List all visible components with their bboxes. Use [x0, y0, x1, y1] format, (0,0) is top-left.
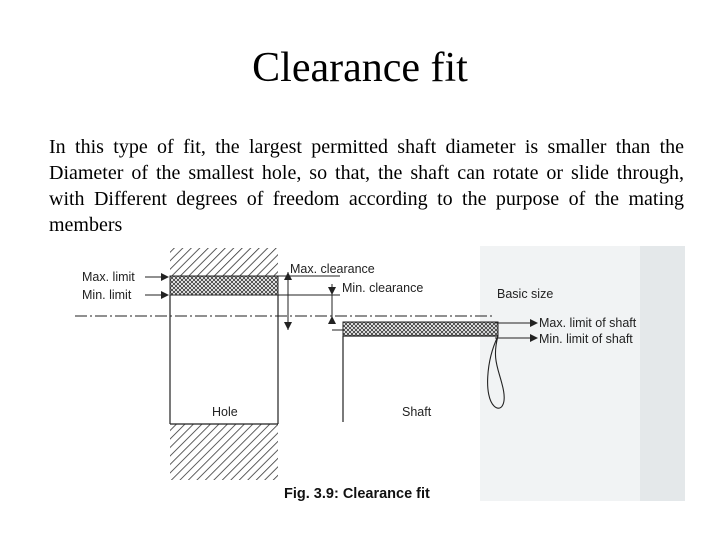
min-limit-label: Min. limit [82, 288, 132, 302]
hole-upper-hatch [170, 248, 278, 276]
min-clearance-arrow-bottom [328, 316, 336, 324]
slide-body-text: In this type of fit, the largest permitt… [49, 136, 684, 236]
slide-title: Clearance fit [252, 45, 468, 91]
min-clearance-arrow-top [328, 287, 336, 295]
scan-edge [640, 246, 685, 501]
shaft-label: Shaft [402, 405, 432, 419]
max-limit-label: Max. limit [82, 270, 135, 284]
max-clearance-arrow-bottom [284, 322, 292, 330]
min-limit-shaft-label: Min. limit of shaft [539, 332, 633, 346]
figure-caption: Fig. 3.9: Clearance fit [284, 486, 430, 502]
shaft-tolerance-zone [342, 321, 499, 337]
hole-label: Hole [212, 405, 238, 419]
max-clearance-arrow-top [284, 272, 292, 280]
clearance-fit-diagram: Max. limit Min. limit Max. clearance Min… [75, 246, 685, 502]
basic-size-label: Basic size [497, 287, 553, 301]
max-clearance-label: Max. clearance [290, 262, 375, 276]
hole-tolerance-zone [169, 275, 279, 296]
clearance-fit-figure: Max. limit Min. limit Max. clearance Min… [40, 246, 685, 506]
max-limit-shaft-label: Max. limit of shaft [539, 316, 637, 330]
hole-lower-hatch [170, 424, 278, 480]
min-clearance-label: Min. clearance [342, 281, 423, 295]
shaft-break-symbol [487, 335, 505, 409]
